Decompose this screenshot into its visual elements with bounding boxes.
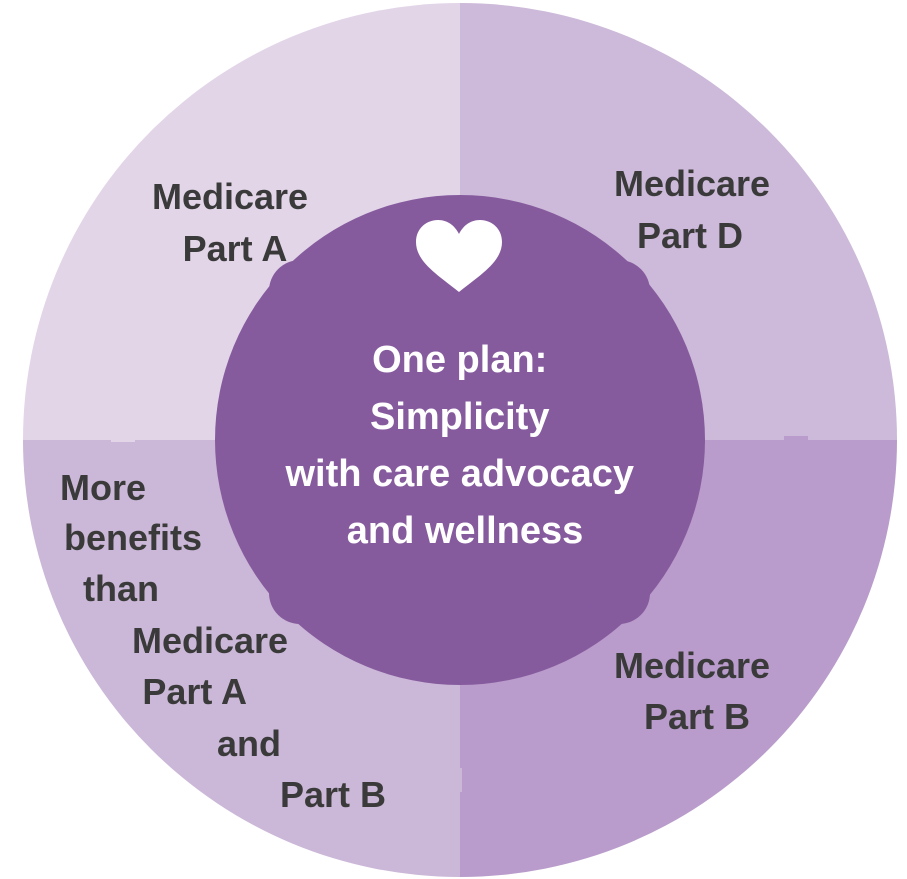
center-line: One plan: bbox=[372, 339, 547, 381]
label-line: More bbox=[60, 467, 146, 508]
label-line: Part D bbox=[637, 215, 743, 256]
label-bottom-left: More benefits than Medicare Part A and P… bbox=[60, 467, 386, 815]
label-top-right: Medicare Part D bbox=[614, 163, 780, 256]
center-text: One plan: Simplicity with care advocacy … bbox=[284, 339, 644, 552]
label-top-left: Medicare Part A bbox=[152, 176, 318, 269]
center-line: and wellness bbox=[347, 510, 584, 552]
label-line: and bbox=[217, 723, 281, 764]
puzzle-knob-top bbox=[467, 73, 521, 127]
label-line: Medicare bbox=[614, 645, 770, 686]
puzzle-knob-left bbox=[97, 380, 149, 432]
label-line: Part A bbox=[142, 671, 247, 712]
label-line: Medicare bbox=[614, 163, 770, 204]
label-line: Part B bbox=[280, 774, 386, 815]
puzzle-knob-bottom bbox=[402, 753, 456, 807]
label-line: benefits bbox=[64, 517, 202, 558]
label-bottom-right: Medicare Part B bbox=[614, 645, 780, 737]
label-line: Medicare bbox=[152, 176, 308, 217]
label-line: than bbox=[83, 568, 159, 609]
label-line: Part B bbox=[644, 696, 750, 737]
center-line: Simplicity bbox=[370, 396, 550, 438]
puzzle-knob-right bbox=[770, 448, 822, 500]
center-piece bbox=[215, 195, 705, 685]
heart-icon bbox=[416, 220, 502, 292]
label-line: Medicare bbox=[132, 620, 288, 661]
center-line: with care advocacy bbox=[284, 453, 634, 495]
label-line: Part A bbox=[183, 228, 288, 269]
